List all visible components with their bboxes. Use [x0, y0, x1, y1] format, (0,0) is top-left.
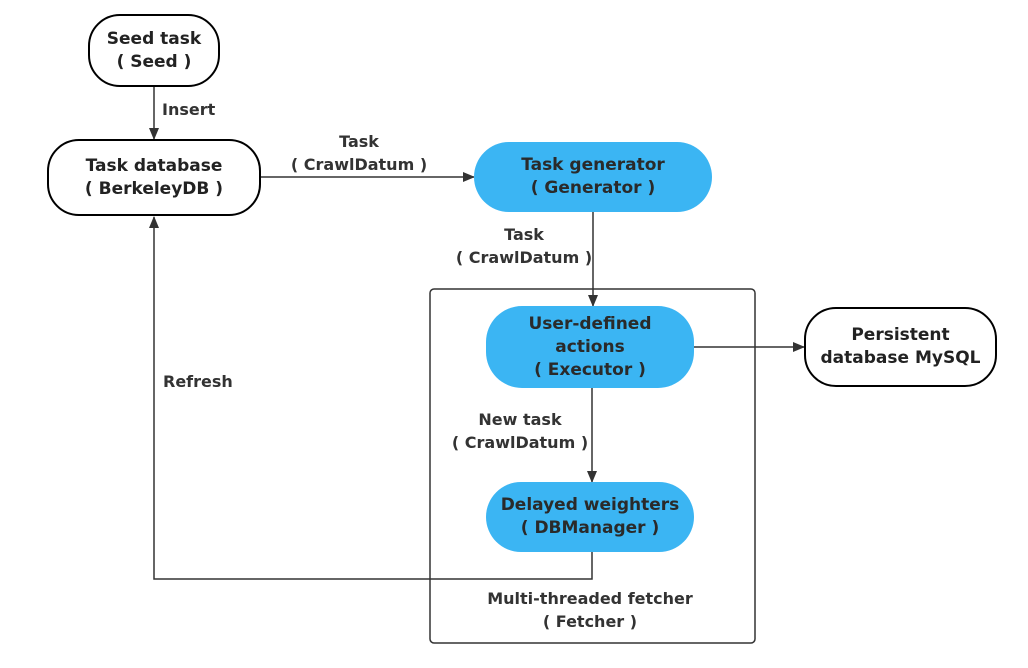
mysql-title-1: Persistent — [851, 325, 950, 345]
insert-label: Insert — [162, 98, 215, 121]
task-database-subtitle: ( BerkeleyDB ) — [84, 178, 224, 199]
task-top-label-line1: Task — [339, 132, 379, 151]
task-mid-label: Task ( CrawlDatum ) — [454, 223, 594, 269]
executor-subtitle: ( Executor ) — [534, 359, 646, 380]
mysql-title-2: database MySQL — [820, 348, 981, 368]
fetcher-group-label-line2: ( Fetcher ) — [542, 612, 638, 631]
seed-task-subtitle: ( Seed ) — [116, 51, 192, 72]
dbmanager-node: Delayed weighters ( DBManager ) — [486, 482, 694, 552]
new-task-label-line2: ( CrawlDatum ) — [451, 433, 589, 452]
seed-task-node: Seed task ( Seed ) — [88, 14, 220, 87]
new-task-label-line1: New task — [478, 410, 562, 429]
dbmanager-title: Delayed weighters — [500, 495, 680, 515]
fetcher-group-label: Multi-threaded fetcher ( Fetcher ) — [470, 587, 710, 633]
task-database-title: Task database — [85, 155, 223, 176]
task-generator-node: Task generator ( Generator ) — [474, 142, 712, 212]
task-mid-label-line2: ( CrawlDatum ) — [455, 248, 593, 267]
dbmanager-subtitle: ( DBManager ) — [520, 518, 660, 538]
executor-title-1: User-defined — [528, 313, 652, 334]
task-generator-title: Task generator — [521, 155, 665, 175]
executor-node: User-defined actions ( Executor ) — [486, 306, 694, 388]
seed-task-title: Seed task — [106, 28, 202, 49]
fetcher-group-label-line1: Multi-threaded fetcher — [487, 589, 693, 608]
refresh-label-text: Refresh — [163, 372, 233, 391]
task-generator-subtitle: ( Generator ) — [530, 178, 656, 198]
task-top-label: Task ( CrawlDatum ) — [289, 130, 429, 176]
task-database-node: Task database ( BerkeleyDB ) — [47, 139, 261, 216]
mysql-node: Persistent database MySQL — [804, 307, 997, 387]
task-top-label-line2: ( CrawlDatum ) — [290, 155, 428, 174]
edge-refresh — [149, 216, 593, 580]
new-task-label: New task ( CrawlDatum ) — [450, 408, 590, 454]
refresh-label: Refresh — [163, 370, 233, 393]
task-mid-label-line1: Task — [504, 225, 544, 244]
executor-title-2: actions — [555, 336, 625, 357]
insert-label-text: Insert — [162, 100, 216, 119]
